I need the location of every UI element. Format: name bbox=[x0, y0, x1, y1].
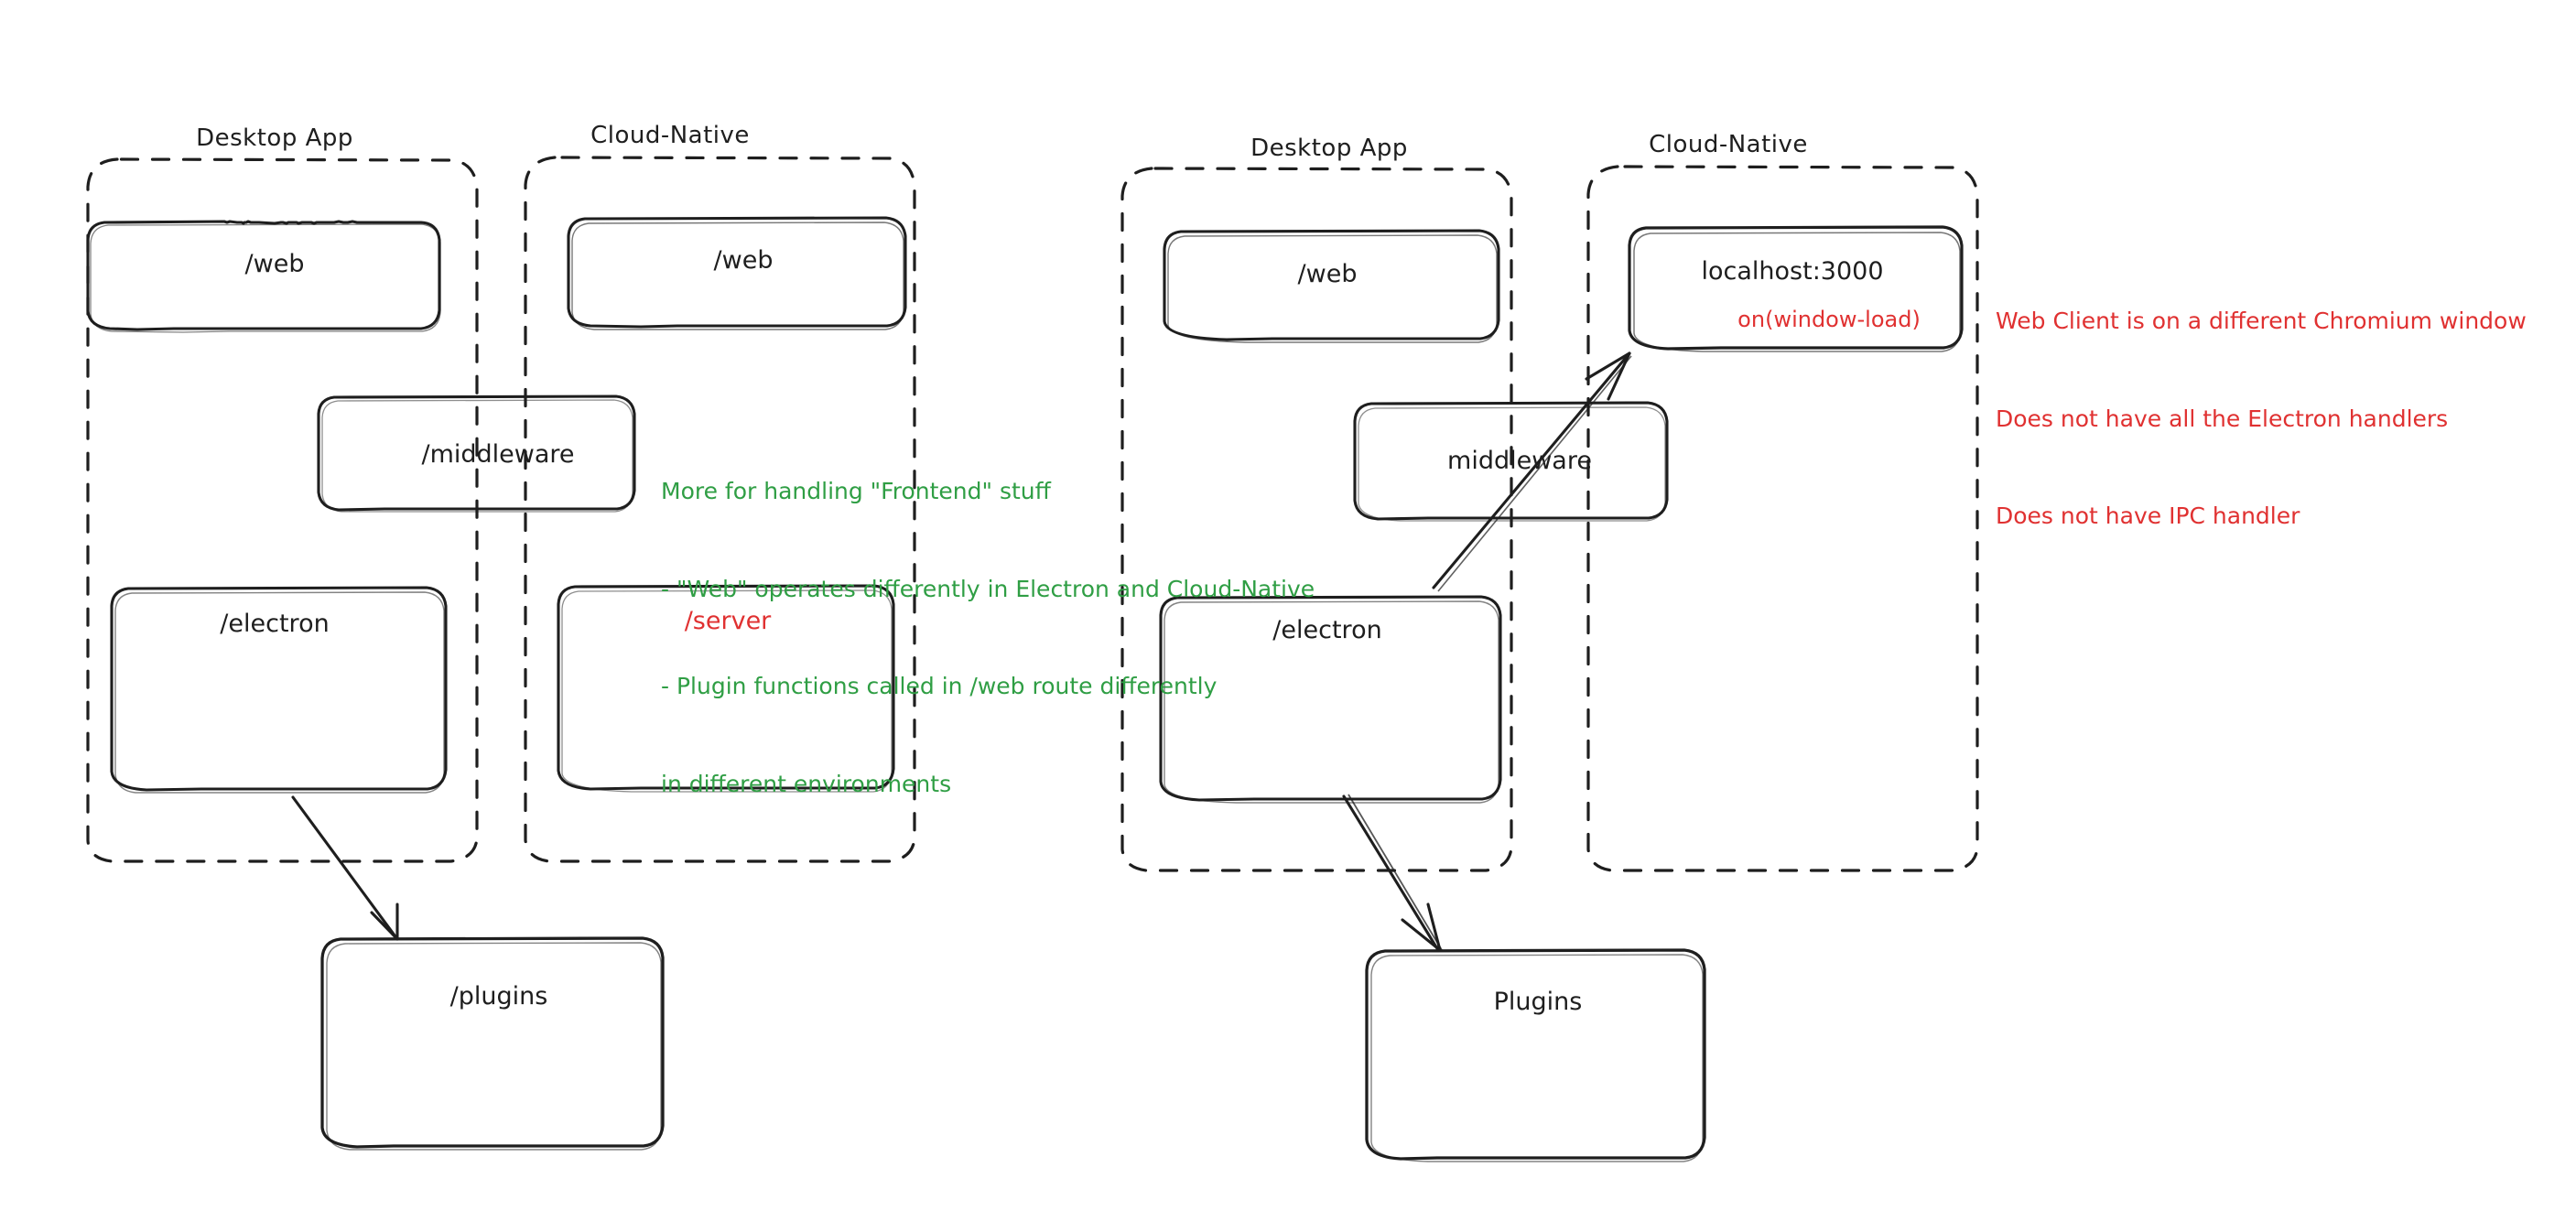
left-cloud-native-container bbox=[524, 156, 916, 863]
right-electron-box bbox=[1159, 595, 1502, 804]
left-middleware-box bbox=[317, 394, 636, 513]
right-electron-to-plugins-arrow bbox=[1342, 794, 1443, 952]
left-electron-box bbox=[110, 586, 448, 794]
right-desktop-app-container bbox=[1120, 167, 1513, 872]
right-localhost-box bbox=[1628, 225, 1964, 352]
left-web-desktop-box bbox=[86, 220, 441, 333]
right-plugins-box bbox=[1365, 948, 1706, 1162]
left-server-box bbox=[557, 584, 895, 793]
left-desktop-app-container bbox=[86, 157, 479, 863]
left-web-cloud-box bbox=[567, 216, 907, 330]
right-web-box bbox=[1163, 229, 1500, 343]
right-middleware-box bbox=[1353, 401, 1669, 522]
right-cloud-native-container bbox=[1586, 165, 1979, 872]
left-plugins-box bbox=[320, 936, 665, 1151]
left-electron-to-plugins-arrow bbox=[291, 795, 399, 941]
right-electron-to-localhost-arrow bbox=[1432, 351, 1632, 592]
